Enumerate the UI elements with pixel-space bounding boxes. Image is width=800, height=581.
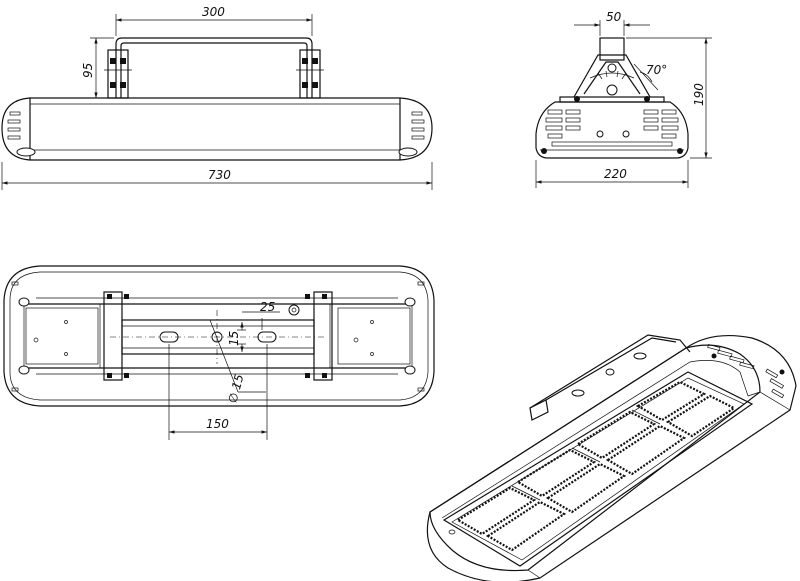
front-dimensions: [1, 14, 433, 190]
front-body: [1, 97, 433, 161]
dim-tilt-angle: 70°: [646, 63, 667, 77]
iso-body: [426, 334, 797, 581]
side-body: [535, 101, 689, 159]
iso-led-panel: [442, 371, 754, 567]
led-module: [515, 448, 627, 514]
dim-slot-width: 15: [227, 331, 241, 346]
led-module: [575, 410, 687, 476]
bottom-bracket: [103, 291, 333, 381]
bottom-view: 25 15 ∅ 15 150: [3, 265, 435, 440]
front-bracket: [104, 37, 324, 99]
dim-total-length: 730: [208, 168, 231, 182]
led-module: [635, 380, 737, 438]
front-view: 300 95 730: [1, 5, 433, 190]
dim-side-height: 190: [692, 83, 706, 106]
dim-side-width: 220: [604, 167, 627, 181]
isometric-view: [426, 334, 797, 581]
dim-slot-spacing: 150: [206, 417, 229, 431]
dim-bracket-height: 95: [81, 63, 95, 78]
dim-bracket-width: 300: [202, 5, 225, 19]
side-view: 50 70° 190 220: [535, 10, 712, 188]
iso-bracket: [529, 334, 691, 421]
side-dimensions: [535, 20, 712, 188]
dim-side-bracket-width: 50: [606, 10, 622, 24]
led-module: [455, 486, 567, 552]
bottom-body: [3, 265, 435, 407]
dim-slot-offset: 25: [260, 300, 275, 314]
bottom-dimensions: [168, 311, 280, 440]
